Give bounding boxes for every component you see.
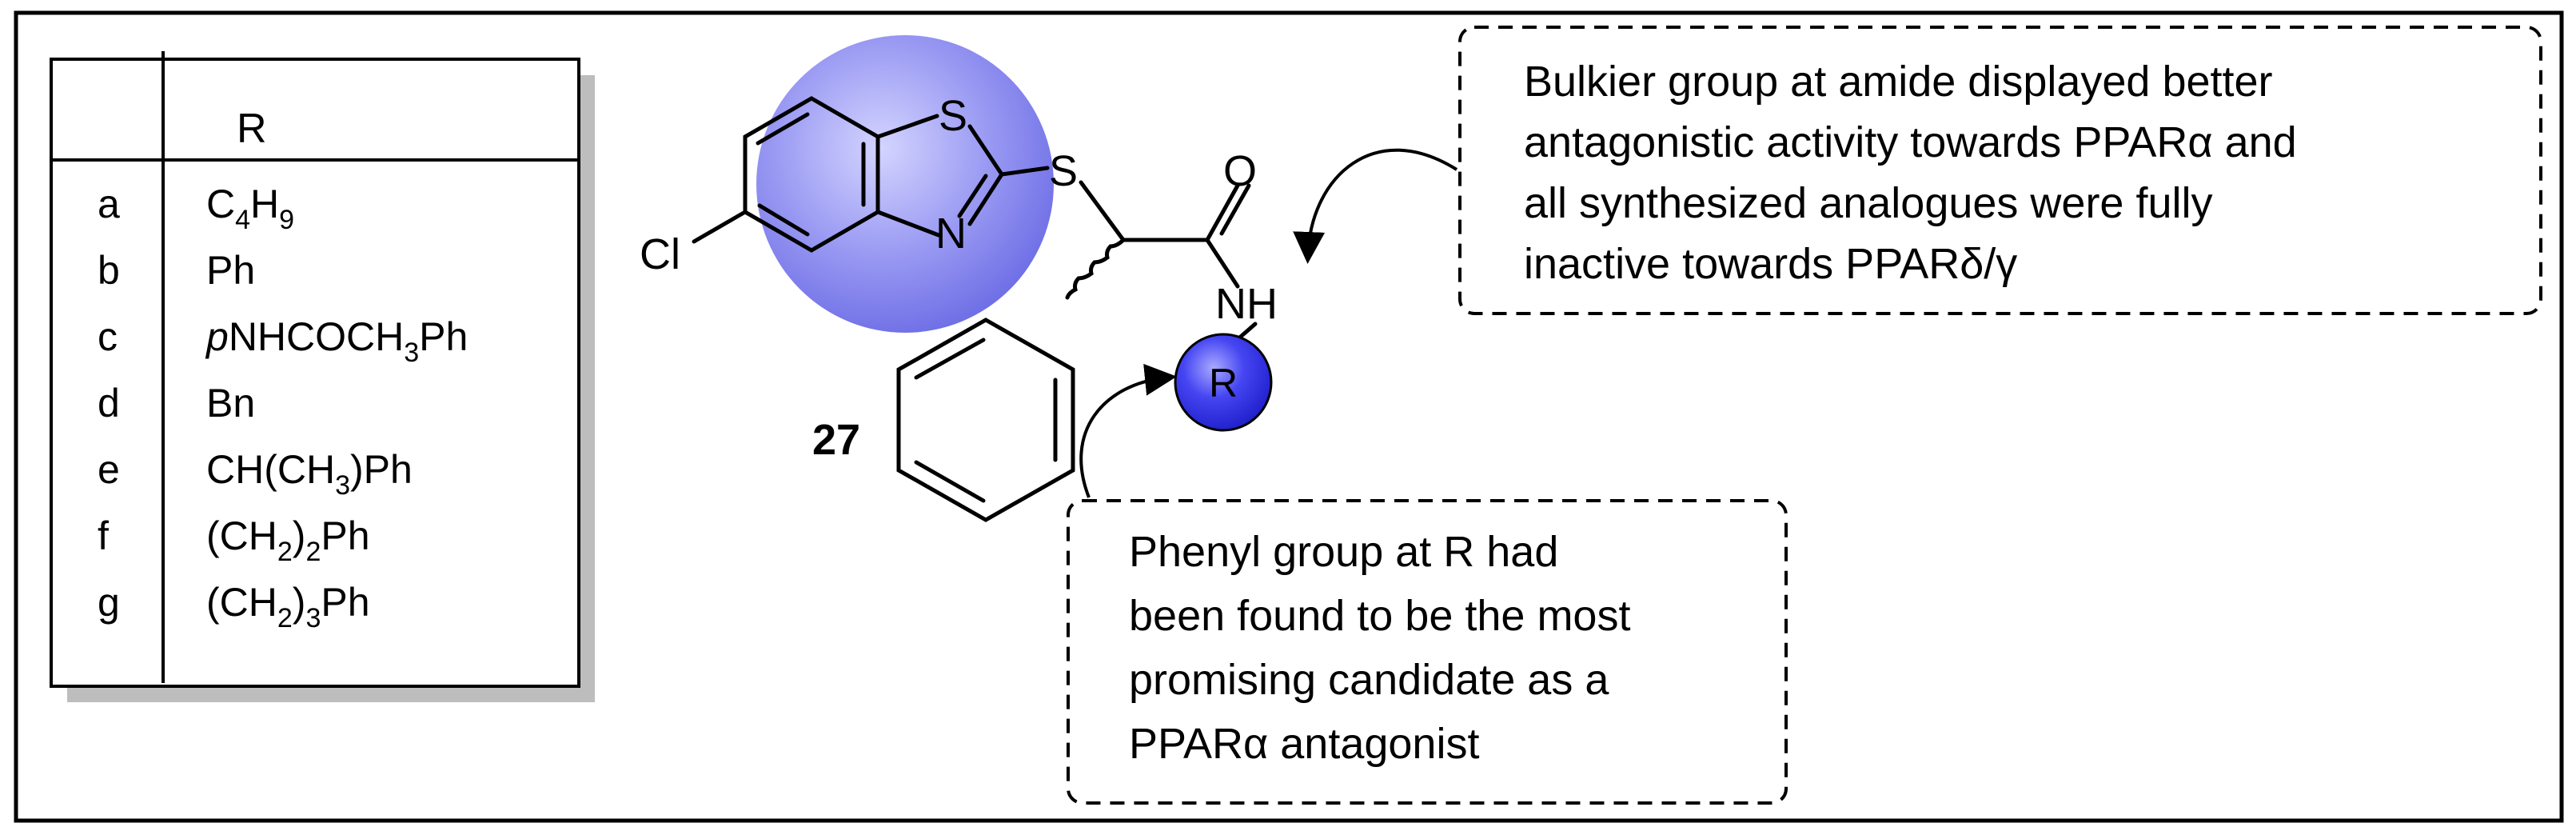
substituent-main: CH(CH <box>206 447 335 492</box>
substituent-sub: 2 <box>277 603 293 633</box>
substituent-main: (CH <box>206 513 277 558</box>
substituent-tail2: Ph <box>321 513 369 558</box>
arrow-top <box>1293 148 1458 264</box>
atom-nh: NH <box>1215 280 1278 328</box>
substituent-tail: ) <box>293 580 306 625</box>
substituent-tail2: Ph <box>321 580 369 625</box>
compound-27 <box>692 35 1258 522</box>
table-row-substituent: CH(CH3)Ph <box>206 447 413 501</box>
table-row-substituent: (CH2)2Ph <box>206 513 370 567</box>
atom-r-group: R <box>1209 361 1238 406</box>
table-row-substituent: Bn <box>206 381 255 425</box>
atom-cl: Cl <box>640 230 680 278</box>
annotation-top-text: Bulkier group at amide displayed better a… <box>1524 58 2297 288</box>
phenyl-ring <box>896 318 1075 522</box>
annotation-line: inactive towards PPARδ/γ <box>1524 240 2017 288</box>
annotation-line: all synthesized analogues were fully <box>1524 179 2213 227</box>
atom-n-ring: N <box>935 210 967 258</box>
table-row-label: b <box>98 248 120 293</box>
table-box <box>50 58 580 688</box>
table-row-label: g <box>98 580 120 625</box>
annotation-line: been found to be the most <box>1129 592 1630 640</box>
substituent-sub: 4 <box>235 205 250 235</box>
substituent-main: C <box>206 182 235 226</box>
annotation-line: Bulkier group at amide displayed better <box>1524 58 2273 106</box>
substituent-sub: 3 <box>404 338 419 368</box>
substituent-sub2: 9 <box>279 205 294 235</box>
substituent-tail: Ph <box>419 314 468 359</box>
annotation-line: PPARα antagonist <box>1129 720 1479 768</box>
benzothiazole-highlight <box>756 35 1054 333</box>
substituent-tail: ) <box>293 513 306 558</box>
substituent-sub: 3 <box>335 470 350 501</box>
substituent-italic: p <box>205 314 229 359</box>
table-row-substituent: pNHCOCH3Ph <box>205 314 468 368</box>
atom-labels: S N S O NH Cl R <box>640 92 1278 406</box>
substituent-sub: 2 <box>277 537 293 567</box>
substituent-sub2: 3 <box>305 603 321 633</box>
table-row-substituent: Ph <box>206 248 255 293</box>
atom-s-ring: S <box>939 92 967 140</box>
annotation-bottom-text: Phenyl group at R had been found to be th… <box>1129 528 1630 768</box>
compound-number: 27 <box>812 416 860 464</box>
substituent-main: Bn <box>206 381 255 425</box>
table-row-label: e <box>98 447 120 492</box>
substituent-main: NHCOCH <box>229 314 404 359</box>
table-row-label: c <box>98 314 118 359</box>
annotation-box-top <box>1458 26 2542 315</box>
outer-frame <box>14 10 2564 823</box>
substituent-tail: H <box>250 182 279 226</box>
atom-s-thio: S <box>1049 147 1078 195</box>
atom-o-carbonyl: O <box>1223 147 1257 195</box>
arrow-bottom <box>1079 363 1177 498</box>
table-row-label: a <box>98 182 120 226</box>
substituent-main: (CH <box>206 580 277 625</box>
table-row-label: d <box>98 381 120 425</box>
substituent-main: Ph <box>206 248 255 293</box>
substituent-sub2: 2 <box>305 537 321 567</box>
annotation-line: antagonistic activity towards PPARα and <box>1524 118 2297 166</box>
annotation-line: Phenyl group at R had <box>1129 528 1558 576</box>
substituent-tail: )Ph <box>350 447 413 492</box>
table-row-substituent: C4H9 <box>206 182 294 235</box>
table-row-label: f <box>98 513 109 558</box>
table-header-r: R <box>237 106 267 152</box>
annotation-box-bottom <box>1067 499 1788 805</box>
annotation-line: promising candidate as a <box>1129 656 1609 704</box>
table-row-substituent: (CH2)3Ph <box>206 580 370 633</box>
